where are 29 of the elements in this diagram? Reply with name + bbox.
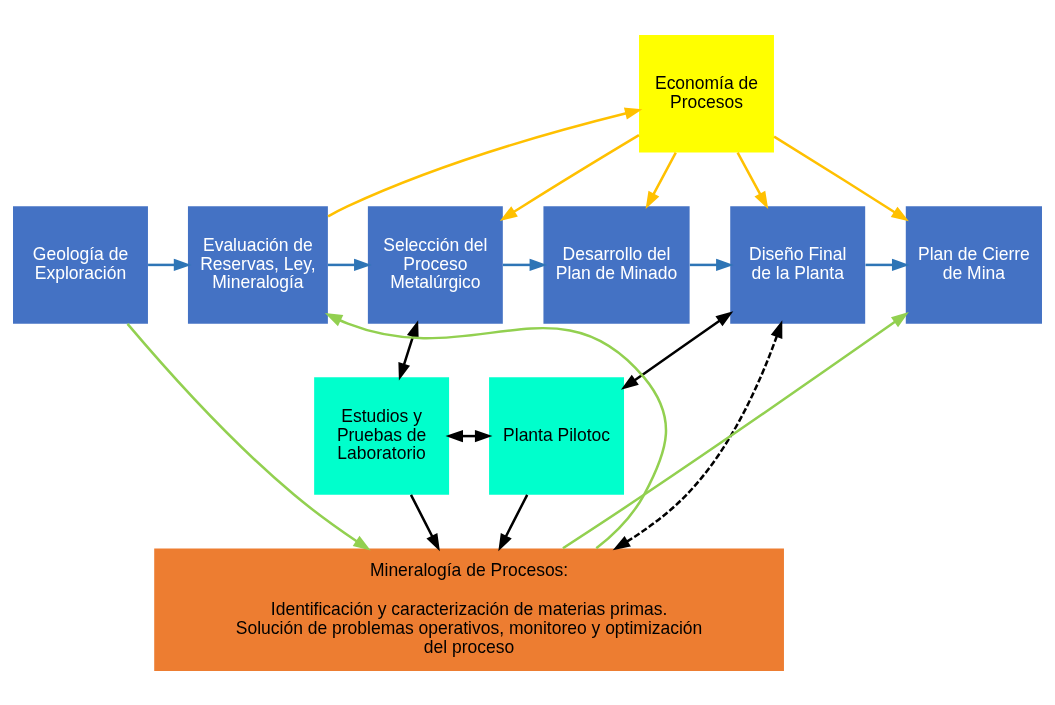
arrow: [327, 258, 372, 271]
arrow: [445, 429, 493, 442]
node-box: Desarrollo del Plan de Minado: [543, 205, 690, 324]
arrow: [562, 311, 909, 549]
arrow: [498, 493, 529, 551]
arrow: [409, 493, 440, 551]
node-box: Planta Pilotoc: [489, 376, 625, 495]
arrow: [502, 258, 548, 271]
node-box: Evaluación de Reservas, Ley, Mineralogía: [187, 205, 328, 324]
node-box: Plan de Cierre de Mina: [905, 205, 1042, 324]
arrow: [148, 258, 192, 271]
node-box: Mineralogía de Procesos: Identificación y caracterización de materias primas. Solución de problemas operativos, monitoreo y optimización del proceso: [154, 548, 784, 671]
arrow: [865, 258, 910, 271]
arrow: [499, 133, 640, 221]
node-box: Geología de Exploración: [13, 205, 148, 324]
arrow: [324, 312, 668, 549]
arrow: [736, 151, 769, 209]
node-box: Diseño Final de la Planta: [730, 205, 866, 324]
node-box: Economía de Procesos: [639, 34, 774, 152]
arrow: [612, 319, 783, 550]
arrow: [327, 107, 643, 217]
node-box: Estudios y Pruebas de Laboratorio: [314, 376, 450, 495]
arrow: [689, 258, 734, 271]
arrow: [773, 135, 909, 221]
arrow: [398, 319, 419, 381]
arrow: [620, 310, 734, 390]
arrow: [126, 322, 371, 551]
node-box: Selección del Proceso Metalúrgico: [367, 205, 503, 324]
arrow: [645, 151, 677, 209]
